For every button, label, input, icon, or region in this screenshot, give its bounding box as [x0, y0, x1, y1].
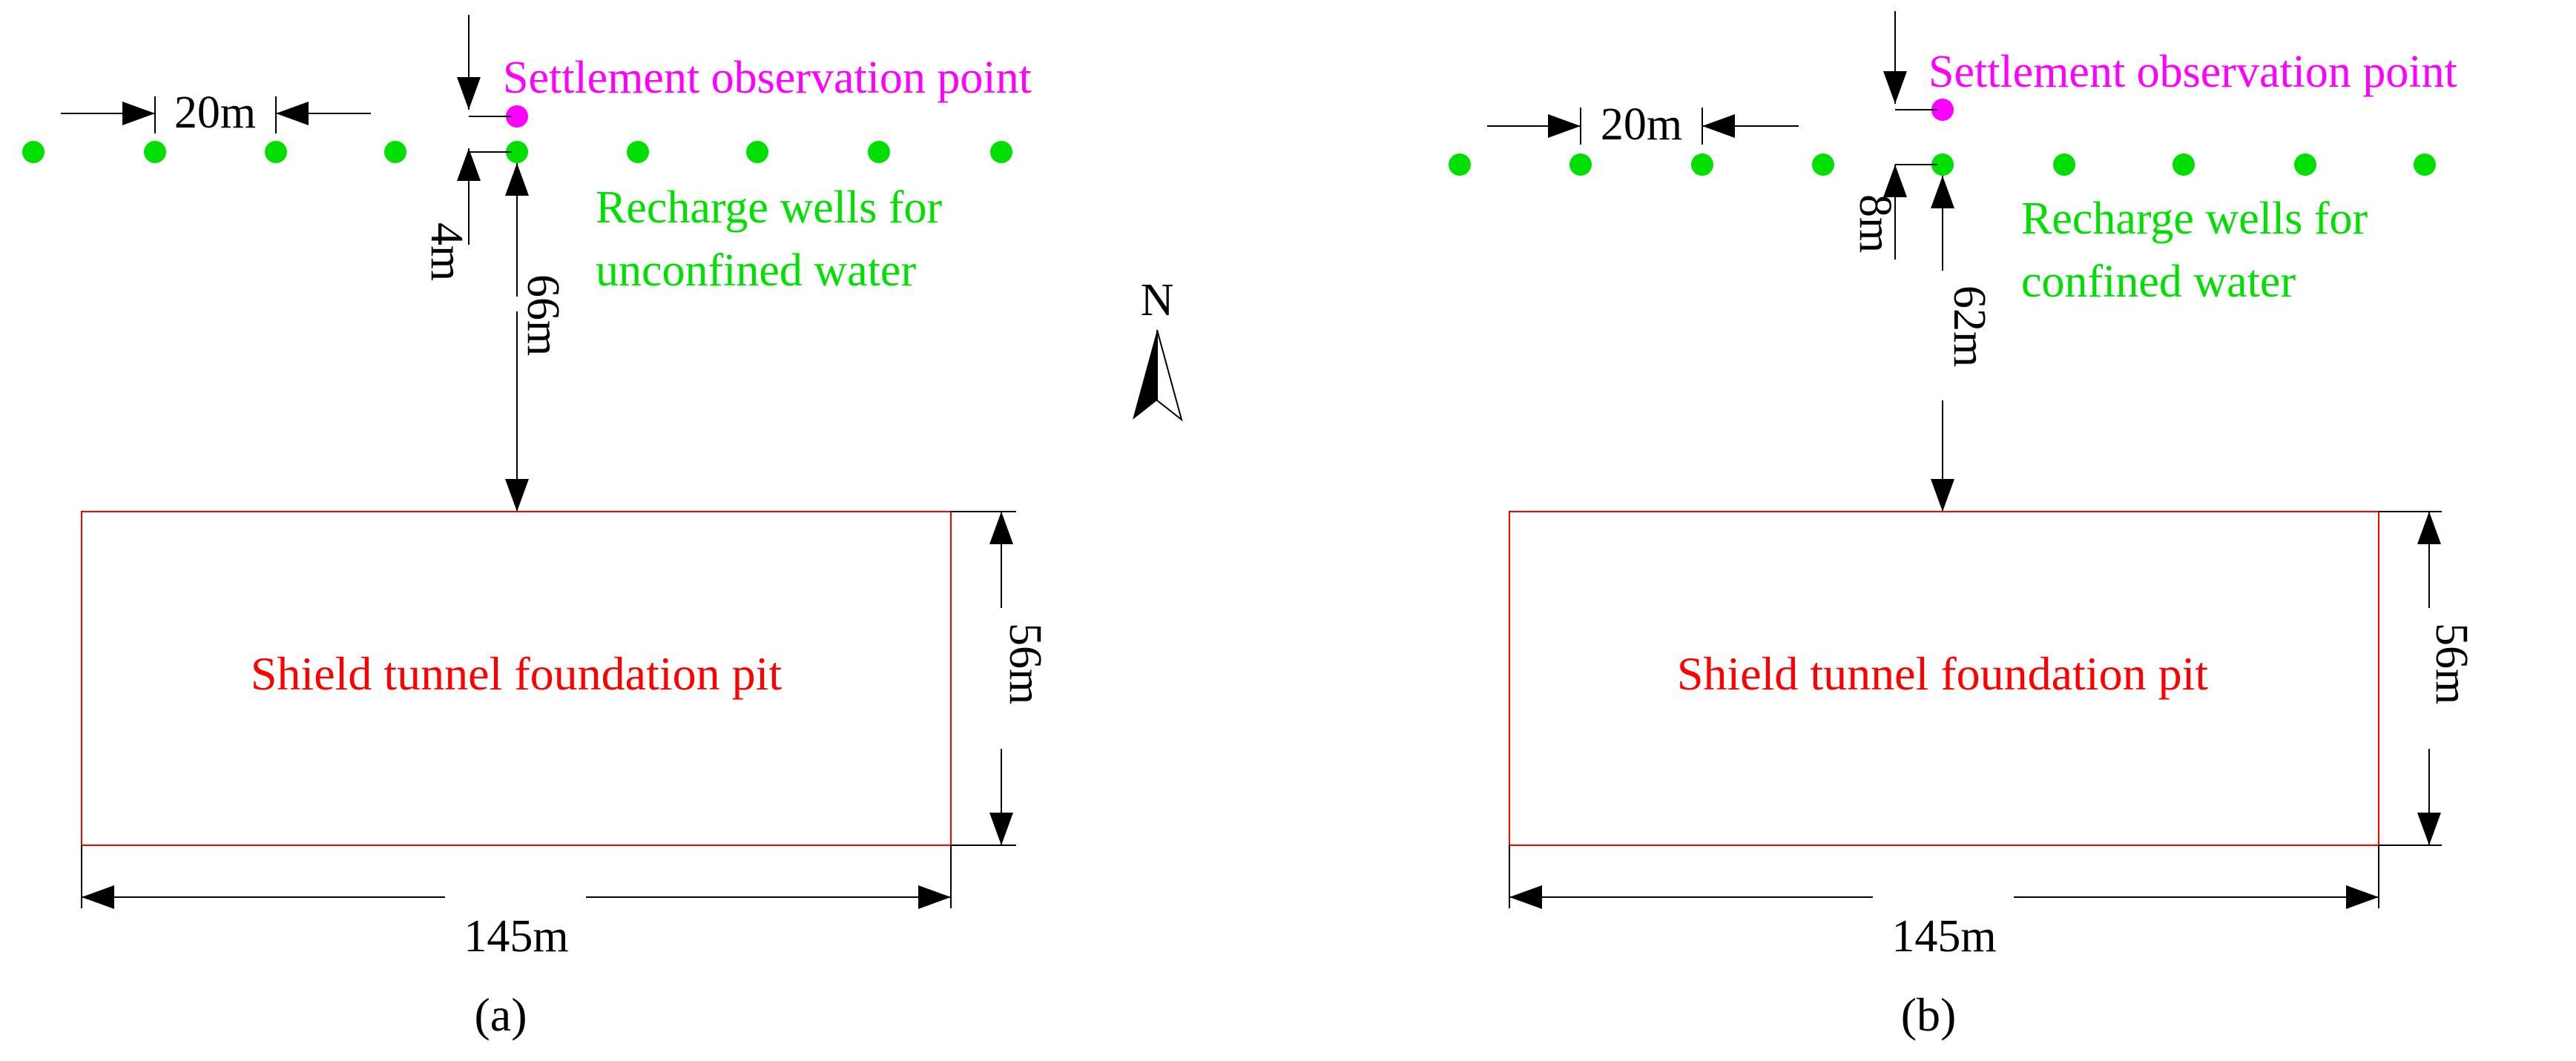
offset-dimension	[1883, 11, 1937, 260]
well-marker	[1569, 153, 1592, 176]
foundation-pit	[1509, 511, 2379, 846]
well-marker	[868, 141, 890, 163]
offset-label: 4m	[421, 222, 472, 281]
wells-label-line1: Recharge wells for	[596, 182, 942, 233]
well-spacing-label: 20m	[174, 87, 256, 138]
pit-width-dimension	[2379, 511, 2442, 846]
pit-label: Shield tunnel foundation pit	[251, 647, 783, 700]
well-marker	[2053, 153, 2075, 176]
recharge-wells-row	[1449, 153, 2436, 176]
well-spacing-dimension	[1487, 108, 1799, 145]
pit-width-label: 56m	[2426, 623, 2477, 704]
pit-length-label: 145m	[464, 911, 568, 962]
well-marker	[1691, 153, 1713, 176]
settlement-observation-point	[506, 105, 528, 128]
distance-label: 62m	[1944, 285, 1994, 367]
distance-label: 66m	[518, 274, 568, 356]
foundation-pit	[81, 511, 952, 846]
well-marker	[1812, 153, 1834, 176]
settlement-observation-point	[1931, 99, 1954, 121]
well-marker	[990, 141, 1012, 163]
well-marker	[2414, 153, 2436, 176]
offset-dimension	[457, 15, 512, 245]
panel-caption: (a)	[474, 988, 527, 1041]
well-marker	[1931, 153, 1954, 176]
well-marker	[384, 141, 406, 163]
well-marker	[1449, 153, 1471, 176]
pit-width-dimension	[951, 511, 1016, 846]
pit-length-dimension	[1509, 845, 2379, 909]
wells-label-line2: unconfined water	[596, 245, 916, 296]
well-marker	[746, 141, 768, 163]
panel-b: Settlement observation point 20m 8m 62m …	[1449, 11, 2477, 1041]
panel-a: Settlement observation point 20m 4m 66m …	[22, 15, 1050, 1041]
well-marker	[2173, 153, 2195, 176]
well-marker	[506, 141, 528, 163]
well-marker	[2294, 153, 2316, 176]
pit-length-dimension	[81, 845, 952, 909]
well-marker	[265, 141, 287, 163]
pit-length-label: 145m	[1891, 911, 1996, 962]
north-arrow-icon	[1133, 329, 1183, 422]
observation-label: Settlement observation point	[503, 53, 1032, 103]
well-marker	[627, 141, 649, 163]
panel-caption: (b)	[1901, 988, 1957, 1041]
pit-width-label: 56m	[1000, 623, 1050, 704]
recharge-wells-row	[22, 141, 1012, 163]
observation-label: Settlement observation point	[1928, 47, 2457, 97]
north-label: N	[1141, 275, 1174, 325]
pit-label: Shield tunnel foundation pit	[1677, 647, 2209, 700]
well-spacing-label: 20m	[1601, 99, 1682, 150]
well-marker	[144, 141, 166, 163]
wells-label-line2: confined water	[2021, 257, 2296, 307]
well-marker	[22, 141, 45, 163]
offset-label: 8m	[1850, 194, 1900, 253]
wells-label-line1: Recharge wells for	[2021, 194, 2368, 244]
well-spacing-dimension	[61, 96, 371, 133]
